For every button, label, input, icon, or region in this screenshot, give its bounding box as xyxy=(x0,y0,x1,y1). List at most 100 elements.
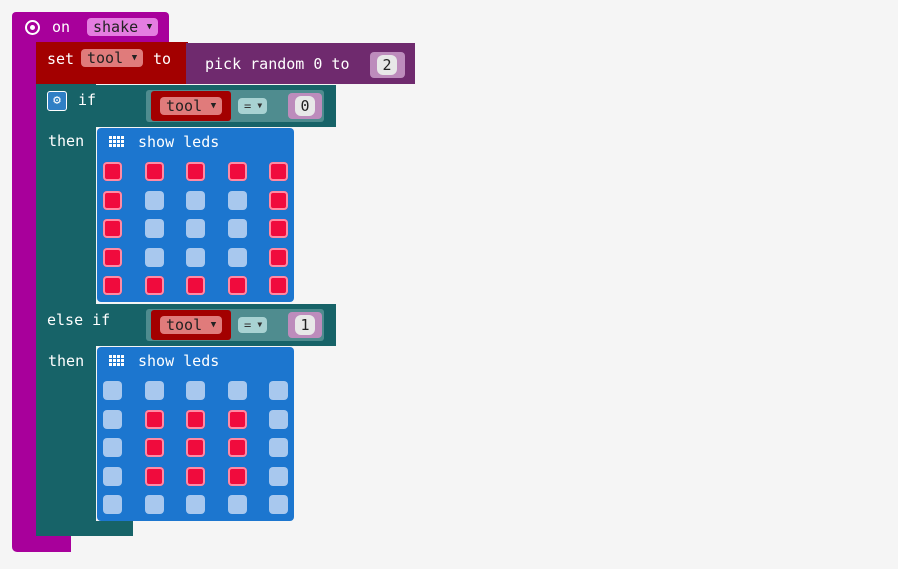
grid-icon xyxy=(109,136,124,149)
led-off[interactable] xyxy=(269,495,288,514)
variable-dropdown[interactable]: tool ▼ xyxy=(81,49,144,67)
led-off[interactable] xyxy=(186,495,205,514)
event-dropdown-value: shake xyxy=(93,18,139,36)
led-off[interactable] xyxy=(186,247,205,267)
led-off[interactable] xyxy=(144,219,164,238)
compare-value-field[interactable]: 0 xyxy=(295,96,315,116)
on-shake-block[interactable]: on shake ▼ xyxy=(12,12,169,42)
led-off[interactable] xyxy=(103,438,122,457)
led-on[interactable] xyxy=(186,466,205,486)
led-off[interactable] xyxy=(227,219,247,238)
operator-value: = xyxy=(244,318,252,332)
led-on[interactable] xyxy=(144,466,164,486)
set-label: set xyxy=(47,50,75,68)
on-label: on xyxy=(52,18,71,36)
show-leds-label: show leds xyxy=(138,133,220,151)
led-on[interactable] xyxy=(144,409,164,429)
chevron-down-icon: ▼ xyxy=(257,101,263,110)
led-on[interactable] xyxy=(103,219,122,238)
led-off[interactable] xyxy=(144,495,164,514)
led-off[interactable] xyxy=(227,247,247,267)
max-value-slot: 2 xyxy=(370,52,405,78)
if-block-foot xyxy=(36,521,133,536)
led-off[interactable] xyxy=(186,381,205,400)
on-shake-block-foot xyxy=(36,536,71,552)
variable-dropdown[interactable]: tool ▼ xyxy=(160,316,223,334)
operator-value: = xyxy=(244,99,252,113)
else-if-label: else if xyxy=(47,311,111,329)
operator-dropdown[interactable]: = ▼ xyxy=(238,98,268,114)
led-on[interactable] xyxy=(269,219,288,238)
led-off[interactable] xyxy=(144,190,164,210)
led-on[interactable] xyxy=(269,162,288,181)
led-off[interactable] xyxy=(103,495,122,514)
pick-random-label: pick random 0 to xyxy=(205,55,350,73)
set-variable-block[interactable]: set tool ▼ to xyxy=(36,42,188,84)
then-label: then xyxy=(48,352,85,370)
operator-dropdown[interactable]: = ▼ xyxy=(238,317,268,333)
led-on[interactable] xyxy=(103,162,122,181)
led-on[interactable] xyxy=(186,162,205,181)
led-on[interactable] xyxy=(103,276,122,295)
then-label: then xyxy=(48,132,85,150)
compare-block[interactable]: tool ▼ = ▼ 0 xyxy=(146,90,324,122)
led-on[interactable] xyxy=(186,438,205,457)
chevron-down-icon: ▼ xyxy=(210,101,217,111)
event-dropdown[interactable]: shake ▼ xyxy=(87,18,159,36)
led-on[interactable] xyxy=(186,409,205,429)
led-off[interactable] xyxy=(144,247,164,267)
led-off[interactable] xyxy=(103,381,122,400)
event-icon xyxy=(25,20,40,35)
led-off[interactable] xyxy=(186,219,205,238)
led-on[interactable] xyxy=(144,162,164,181)
led-off[interactable] xyxy=(227,381,247,400)
variable-dropdown[interactable]: tool ▼ xyxy=(160,97,223,115)
variable-dropdown-value: tool xyxy=(166,316,203,334)
led-on[interactable] xyxy=(269,247,288,267)
on-shake-block-spine[interactable] xyxy=(12,40,36,552)
led-on[interactable] xyxy=(144,438,164,457)
led-off[interactable] xyxy=(269,438,288,457)
led-on[interactable] xyxy=(103,190,122,210)
variable-dropdown-value: tool xyxy=(166,97,203,115)
if-label: if xyxy=(78,91,97,109)
led-on[interactable] xyxy=(144,276,164,295)
led-on[interactable] xyxy=(103,247,122,267)
variable-dropdown-value: tool xyxy=(87,49,124,67)
led-on[interactable] xyxy=(186,276,205,295)
if-block[interactable]: ⚙ if tool ▼ = ▼ 0 xyxy=(36,85,336,127)
led-off[interactable] xyxy=(144,381,164,400)
led-on[interactable] xyxy=(227,466,247,486)
chevron-down-icon: ▼ xyxy=(146,22,153,32)
grid-icon xyxy=(109,355,124,368)
show-leds-label: show leds xyxy=(138,352,220,370)
led-off[interactable] xyxy=(103,466,122,486)
led-on[interactable] xyxy=(227,409,247,429)
chevron-down-icon: ▼ xyxy=(257,320,263,329)
gear-icon[interactable]: ⚙ xyxy=(47,91,67,111)
show-leds-block[interactable]: show leds xyxy=(97,347,294,521)
compare-block[interactable]: tool ▼ = ▼ 1 xyxy=(146,309,324,341)
show-leds-block[interactable]: show leds xyxy=(97,128,294,302)
compare-value-slot: 0 xyxy=(288,93,322,119)
led-on[interactable] xyxy=(227,438,247,457)
compare-value-field[interactable]: 1 xyxy=(295,315,315,335)
led-on[interactable] xyxy=(227,162,247,181)
compare-value-slot: 1 xyxy=(288,312,322,338)
led-on[interactable] xyxy=(227,276,247,295)
led-on[interactable] xyxy=(269,276,288,295)
pick-random-block[interactable]: pick random 0 to 2 xyxy=(186,43,415,84)
led-off[interactable] xyxy=(269,466,288,486)
variable-block[interactable]: tool ▼ xyxy=(151,91,231,121)
led-on[interactable] xyxy=(269,190,288,210)
max-value-field[interactable]: 2 xyxy=(377,55,397,75)
chevron-down-icon: ▼ xyxy=(210,320,217,330)
led-off[interactable] xyxy=(227,190,247,210)
led-off[interactable] xyxy=(103,409,122,429)
variable-block[interactable]: tool ▼ xyxy=(151,310,231,340)
led-off[interactable] xyxy=(186,190,205,210)
led-off[interactable] xyxy=(269,381,288,400)
led-off[interactable] xyxy=(269,409,288,429)
led-off[interactable] xyxy=(227,495,247,514)
else-if-section[interactable]: else if tool ▼ = ▼ 1 xyxy=(36,304,336,346)
